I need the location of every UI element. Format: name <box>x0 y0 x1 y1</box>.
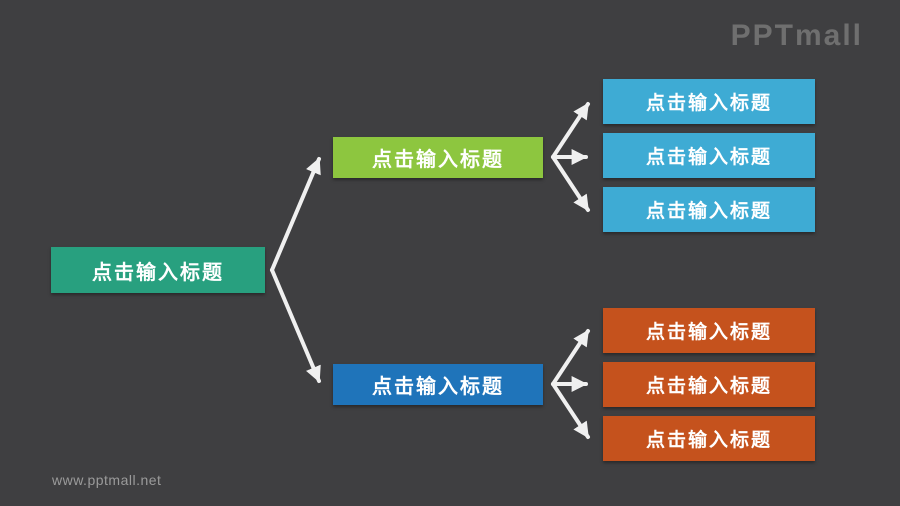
leaf-bottom-1-title-box[interactable]: 点击输入标题 <box>603 308 815 353</box>
root-arrow-group <box>270 157 321 383</box>
arrow-root-to-branch-top <box>270 157 321 272</box>
leaf-top-1-title-box[interactable]: 点击输入标题 <box>603 79 815 124</box>
leaf-bottom-2-title-box[interactable]: 点击输入标题 <box>603 362 815 407</box>
root-title-box[interactable]: 点击输入标题 <box>51 247 265 293</box>
branch-top-arrow-group <box>551 102 590 212</box>
leaf-top-2-title-box[interactable]: 点击输入标题 <box>603 133 815 178</box>
arrow-branch-bottom-to-leaf-3 <box>551 382 590 439</box>
leaf-top-3-title-box[interactable]: 点击输入标题 <box>603 187 815 232</box>
branch-bottom-arrow-group <box>551 329 590 439</box>
arrow-branch-top-to-leaf-3 <box>551 155 590 212</box>
footer-url: www.pptmall.net <box>52 472 162 488</box>
arrow-branch-bottom-to-leaf-1 <box>551 329 590 386</box>
branch-top-title-box[interactable]: 点击输入标题 <box>333 137 543 178</box>
arrow-branch-top-to-leaf-1 <box>551 102 590 159</box>
branch-bottom-title-box[interactable]: 点击输入标题 <box>333 364 543 405</box>
pptmall-logo: PPTmall <box>730 19 863 52</box>
leaf-bottom-3-title-box[interactable]: 点击输入标题 <box>603 416 815 461</box>
arrow-root-to-branch-bottom <box>270 268 321 383</box>
